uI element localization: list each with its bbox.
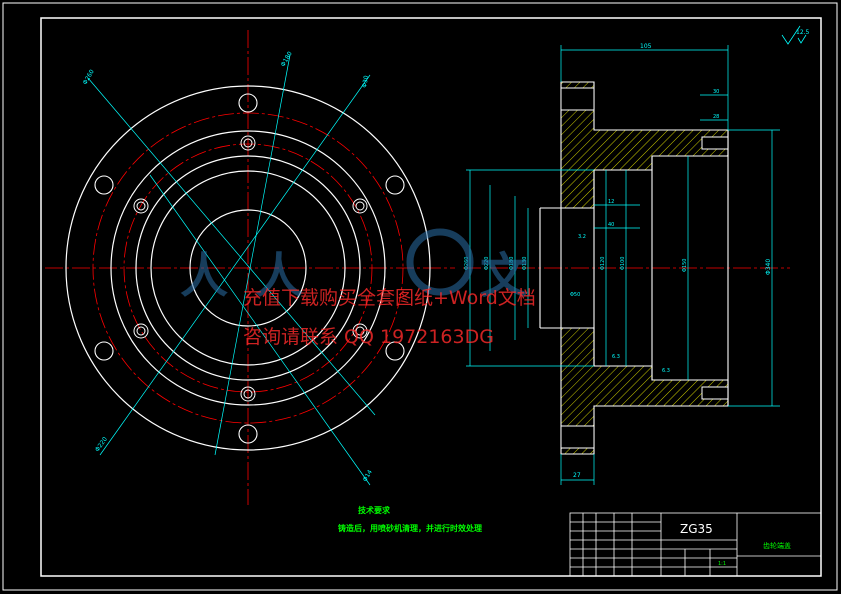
inner-hole-inner bbox=[136, 326, 146, 336]
watermark-line-1: 充值下载购买全套图纸+Word文档 bbox=[243, 287, 536, 309]
inner-hole-outer bbox=[240, 135, 256, 151]
section-left-dia: Φ130 bbox=[522, 257, 528, 270]
bolt-hole bbox=[385, 341, 405, 361]
watermark-line-2: 咨询请联系 QQ 1972163DG bbox=[243, 326, 494, 348]
bolt-hole bbox=[238, 424, 258, 444]
section-mid-dia: Φ150 bbox=[682, 259, 688, 272]
top-tapped-hole bbox=[701, 136, 729, 150]
leader-line bbox=[99, 74, 371, 456]
inner-hole-outer bbox=[352, 198, 368, 214]
title-block-frame bbox=[569, 512, 822, 577]
section-mid-a: 12 bbox=[608, 199, 614, 205]
section-hole-depth: 28 bbox=[713, 114, 719, 120]
front-dimension-leaders bbox=[87, 54, 376, 486]
section-left-dia: Φ180 bbox=[509, 257, 515, 270]
section-misc-label: 6.3 bbox=[662, 368, 670, 374]
section-misc-label: 3.2 bbox=[578, 234, 586, 240]
section-mid-b: 40 bbox=[608, 222, 614, 228]
front-view: Φ260 Φ180 Φ30 Φ220 Φ14 bbox=[45, 30, 455, 505]
inner-hole-inner bbox=[355, 326, 365, 336]
inner-bolt-pitch-circle bbox=[123, 143, 373, 393]
title-block bbox=[569, 512, 822, 577]
bottom-bolt-hole-slot bbox=[560, 425, 595, 449]
top-bolt-hole-slot bbox=[560, 87, 595, 111]
section-overall-width: 105 bbox=[640, 43, 652, 50]
title-block-material: ZG35 bbox=[680, 522, 713, 536]
outer-bolt-holes bbox=[94, 93, 405, 444]
section-top-small: 30 bbox=[713, 89, 719, 95]
bolt-hole bbox=[94, 341, 114, 361]
watermark-logo-glyph: 文 bbox=[480, 248, 528, 304]
front-dim-label: Φ14 bbox=[362, 469, 374, 483]
front-dim-label: Φ180 bbox=[280, 50, 294, 68]
roughness-value: 12.5 bbox=[796, 29, 810, 36]
bolt-pitch-circle bbox=[92, 112, 404, 424]
inner-hole-outer bbox=[133, 323, 149, 339]
roughness-symbol: 12.5 bbox=[781, 25, 810, 45]
bolt-hole bbox=[94, 175, 114, 195]
tech-requirements-title: 技术要求 bbox=[358, 505, 391, 515]
bolt-hole bbox=[238, 93, 258, 113]
step-circle-3 bbox=[150, 170, 346, 366]
roughness-check-icon bbox=[781, 25, 801, 45]
roughness-check-icon-small bbox=[797, 34, 807, 44]
flange-outer-circle bbox=[65, 85, 431, 451]
front-dim-label: Φ220 bbox=[94, 436, 109, 453]
section-flange-thick: 27 bbox=[573, 472, 581, 479]
front-dim-label: Φ30 bbox=[361, 75, 370, 89]
section-misc-label: 6.3 bbox=[612, 354, 620, 360]
watermark-logo-ring bbox=[406, 228, 474, 296]
section-misc-label: Φ50 bbox=[570, 292, 580, 298]
inner-hole-outer bbox=[352, 323, 368, 339]
title-block-part-name: 齿轮端盖 bbox=[763, 541, 791, 550]
bottom-tapped-hole bbox=[701, 386, 729, 400]
inner-hole-inner bbox=[243, 138, 253, 148]
inner-holes bbox=[133, 135, 368, 402]
leader-line bbox=[149, 174, 371, 486]
leader-line bbox=[87, 77, 376, 416]
section-left-dia: Φ220 bbox=[484, 257, 490, 270]
inner-hole-inner bbox=[136, 201, 146, 211]
step-circle-1 bbox=[110, 130, 386, 406]
section-right-overall: Φ340 bbox=[765, 259, 772, 275]
inner-hole-outer bbox=[133, 198, 149, 214]
watermark-logo-glyph: 人 bbox=[255, 248, 303, 304]
inner-hole-inner bbox=[355, 201, 365, 211]
watermark-logo: 人 人 文 bbox=[180, 228, 528, 304]
section-bore-lines bbox=[539, 130, 729, 406]
step-circle-2 bbox=[135, 155, 361, 381]
inner-hole-inner bbox=[243, 389, 253, 399]
section-mid-dia: Φ100 bbox=[620, 257, 626, 270]
watermark-logo-glyph: 人 bbox=[180, 248, 228, 304]
section-mid-dia: Φ120 bbox=[600, 257, 606, 270]
drawing-frame bbox=[40, 17, 822, 577]
bore-circle bbox=[189, 209, 307, 327]
inner-hole-outer bbox=[240, 386, 256, 402]
title-block-scale: 1:1 bbox=[718, 561, 726, 567]
front-dim-label: Φ260 bbox=[82, 68, 96, 86]
leader-line bbox=[214, 54, 291, 456]
bolt-hole bbox=[385, 175, 405, 195]
tech-requirements-body: 铸造后，用喷砂机清理，并进行时效处理 bbox=[338, 523, 482, 533]
